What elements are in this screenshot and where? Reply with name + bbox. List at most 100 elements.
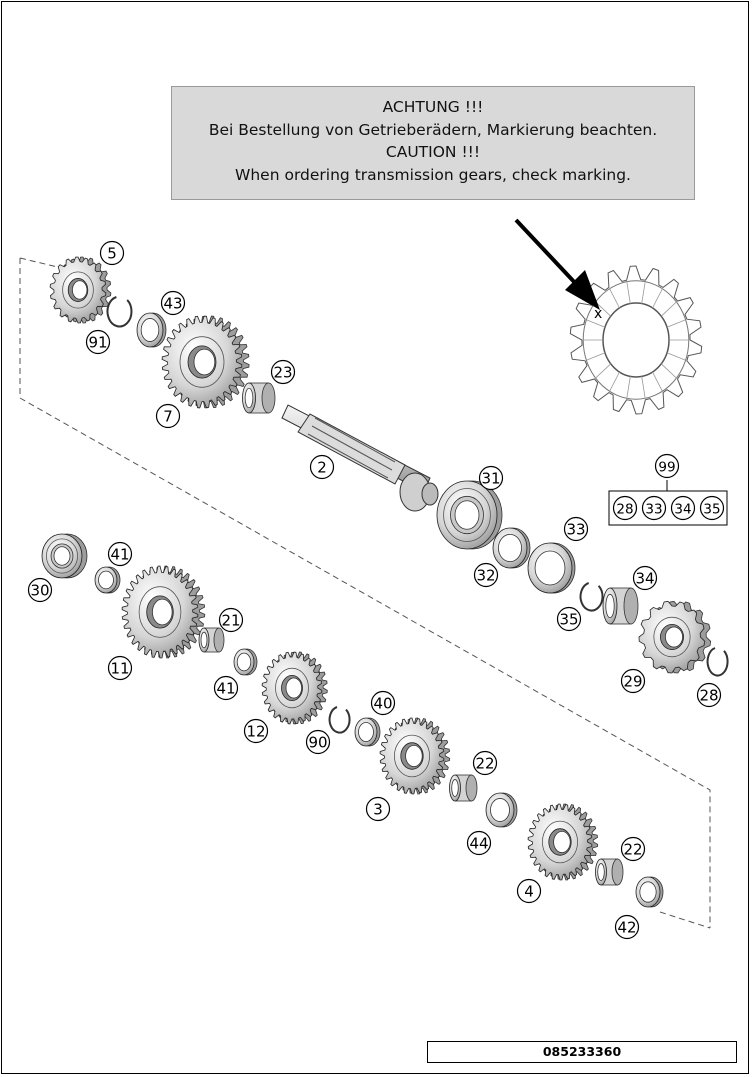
callout-label: 22 bbox=[623, 841, 642, 859]
kit-group: 99 28 33 34 35 bbox=[608, 453, 728, 526]
bushing-22b bbox=[595, 858, 624, 886]
callout-32: 32 bbox=[473, 562, 499, 588]
gear-4 bbox=[527, 803, 599, 881]
callout-22a: 22 bbox=[472, 750, 498, 776]
callout-4: 4 bbox=[516, 878, 542, 904]
callout-label: 23 bbox=[273, 364, 292, 382]
callout-label: 21 bbox=[221, 612, 240, 630]
bearing-31 bbox=[436, 480, 503, 550]
callout-label: 12 bbox=[246, 723, 265, 741]
callout-28: 28 bbox=[696, 682, 722, 708]
marking-symbol: x bbox=[594, 306, 602, 322]
kit-number-callout: 99 bbox=[654, 453, 680, 479]
callout-40: 40 bbox=[370, 690, 396, 716]
gear-12 bbox=[261, 651, 328, 725]
main-shaft bbox=[281, 404, 439, 512]
washer-32 bbox=[492, 527, 531, 569]
callout-label: 5 bbox=[107, 245, 117, 263]
kit-item-34: 34 bbox=[670, 495, 696, 521]
callout-35: 35 bbox=[556, 606, 582, 632]
document-number: 085233360 bbox=[427, 1041, 737, 1063]
bearing-30 bbox=[41, 533, 88, 579]
callout-33: 33 bbox=[563, 516, 589, 542]
washer-41a bbox=[94, 566, 121, 594]
callout-label: 90 bbox=[308, 734, 327, 752]
callout-41a: 41 bbox=[107, 541, 133, 567]
washer-40 bbox=[354, 717, 381, 747]
callout-label: 34 bbox=[635, 570, 654, 588]
kit-item-label: 33 bbox=[645, 502, 662, 518]
callout-label: 32 bbox=[476, 567, 495, 585]
circlip-91 bbox=[106, 296, 133, 328]
kit-item-35: 35 bbox=[699, 495, 725, 521]
callout-41b: 41 bbox=[213, 675, 239, 701]
marking-detail-gear: x bbox=[569, 265, 703, 415]
washer-42 bbox=[635, 876, 664, 908]
kit-item-28: 28 bbox=[612, 495, 638, 521]
callout-5: 5 bbox=[99, 240, 125, 266]
callout-layer: 5439172323132333435292830411121411290403… bbox=[27, 240, 722, 940]
kit-number: 99 bbox=[658, 460, 675, 476]
callout-43: 43 bbox=[160, 290, 186, 316]
callout-label: 2 bbox=[317, 459, 327, 477]
gear-3 bbox=[379, 717, 451, 795]
bushing-23 bbox=[242, 382, 276, 414]
callout-label: 44 bbox=[469, 835, 488, 853]
marking-arrow bbox=[514, 218, 600, 310]
callout-2: 2 bbox=[309, 454, 335, 480]
bushing-21 bbox=[198, 627, 225, 653]
gear-7 bbox=[161, 315, 250, 409]
kit-item-label: 35 bbox=[703, 502, 720, 518]
callout-label: 41 bbox=[110, 546, 129, 564]
callout-label: 29 bbox=[623, 673, 642, 691]
assembly-outline-bottom bbox=[659, 911, 711, 929]
callout-11: 11 bbox=[107, 655, 133, 681]
gear-11 bbox=[121, 565, 206, 659]
callout-90: 90 bbox=[305, 729, 331, 755]
callout-23: 23 bbox=[270, 359, 296, 385]
callout-12: 12 bbox=[243, 718, 269, 744]
ring-33 bbox=[527, 542, 576, 594]
callout-label: 40 bbox=[373, 695, 392, 713]
callout-label: 35 bbox=[559, 611, 578, 629]
callout-label: 41 bbox=[216, 680, 235, 698]
circlip-90 bbox=[328, 706, 351, 734]
callout-label: 33 bbox=[566, 521, 585, 539]
callout-label: 42 bbox=[617, 919, 636, 937]
callout-21: 21 bbox=[218, 607, 244, 633]
callout-29: 29 bbox=[620, 668, 646, 694]
kit-item-label: 34 bbox=[674, 502, 691, 518]
notice-de-text: Bei Bestellung von Getrieberädern, Marki… bbox=[208, 120, 658, 139]
notice-de-heading: ACHTUNG !!! bbox=[382, 98, 484, 116]
callout-7: 7 bbox=[155, 403, 181, 429]
callout-22b: 22 bbox=[620, 836, 646, 862]
bushing-22a bbox=[449, 774, 478, 802]
circlip-28 bbox=[706, 647, 729, 677]
spacer-34 bbox=[602, 587, 639, 625]
callout-3: 3 bbox=[365, 796, 391, 822]
callout-34: 34 bbox=[632, 565, 658, 591]
callout-label: 43 bbox=[163, 295, 182, 313]
callout-30: 30 bbox=[27, 577, 53, 603]
callout-91: 91 bbox=[85, 329, 111, 355]
gear-5 bbox=[49, 256, 112, 324]
callout-label: 30 bbox=[30, 582, 49, 600]
parts-layer bbox=[41, 256, 729, 908]
ordering-notice: ACHTUNG !!! Bei Bestellung von Getrieber… bbox=[171, 86, 695, 200]
callout-label: 11 bbox=[110, 660, 129, 678]
callout-label: 91 bbox=[88, 334, 107, 352]
washer-41b bbox=[233, 648, 258, 676]
washer-43 bbox=[136, 312, 167, 348]
notice-en-text: When ordering transmission gears, check … bbox=[235, 165, 631, 184]
oring-35 bbox=[579, 582, 604, 612]
callout-31: 31 bbox=[478, 465, 504, 491]
callout-label: 3 bbox=[373, 801, 383, 819]
callout-42: 42 bbox=[614, 914, 640, 940]
kit-item-33: 33 bbox=[641, 495, 667, 521]
kit-item-label: 28 bbox=[616, 502, 633, 518]
callout-label: 28 bbox=[699, 687, 718, 705]
callout-label: 4 bbox=[524, 883, 534, 901]
callout-label: 7 bbox=[163, 408, 173, 426]
